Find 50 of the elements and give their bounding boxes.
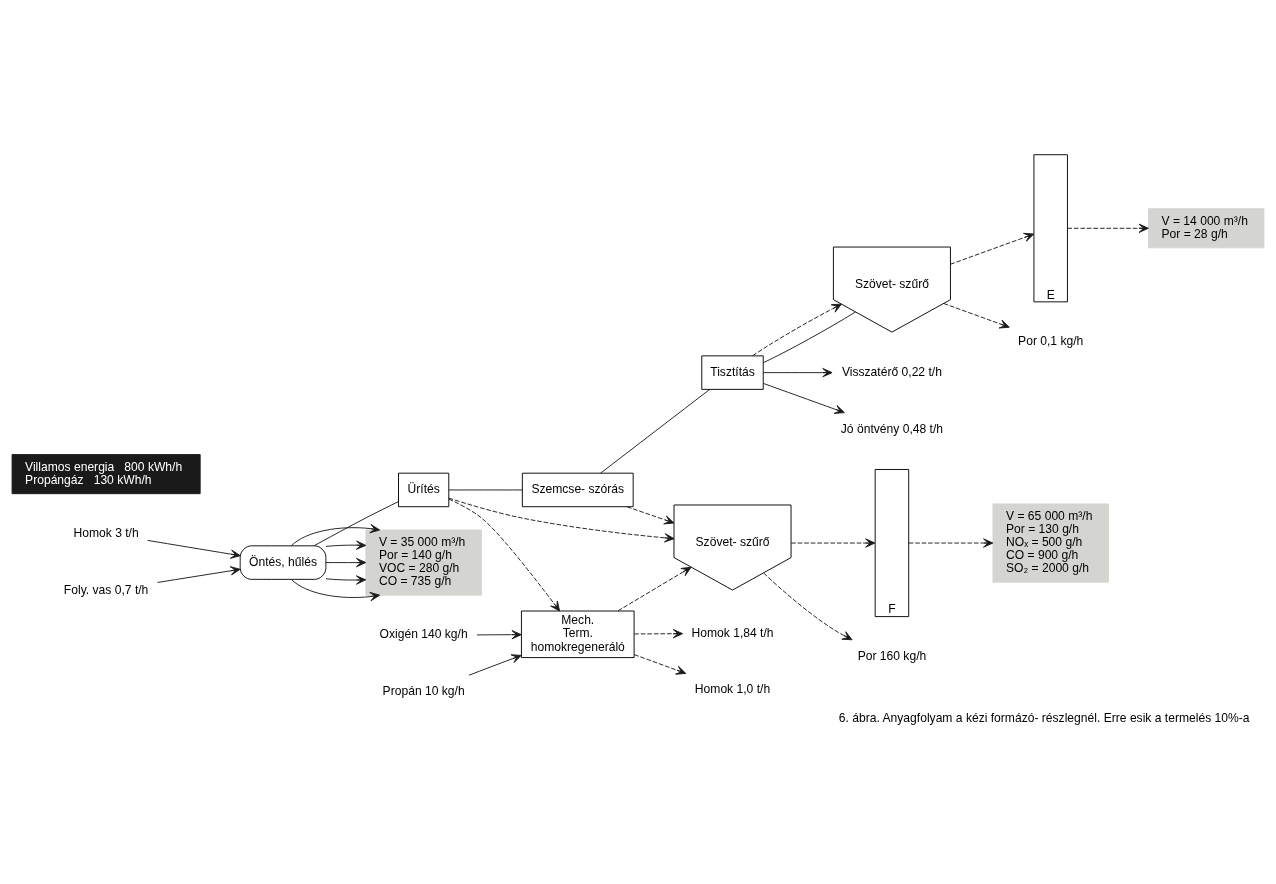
node-text: Foly. vas 0,7 t/h (63, 582, 149, 597)
arrow (633, 629, 684, 639)
node-text: Por 0,1 kg/h (1018, 334, 1084, 349)
arrow (949, 232, 1035, 265)
arrow (325, 557, 367, 568)
node-box: V = 65 000 m³/h Por = 130 g/h NOₓ = 500 g/h CO = 900 g/h SO₂ = 2000 g/h (992, 503, 1109, 583)
arrow (763, 383, 845, 414)
arrow (790, 538, 876, 548)
arrow (633, 654, 687, 675)
node-text: Homok 1,0 t/h (694, 682, 771, 697)
caption: 6. ábra. Anyagfolyam a kézi formázó- részlegnél. Erre esik a termelés 10%-a (838, 711, 1250, 726)
connector (313, 501, 399, 547)
arrow (908, 538, 994, 548)
arrow (476, 630, 522, 640)
arrow (448, 497, 675, 543)
arrow (147, 539, 241, 559)
arrow (943, 303, 1010, 329)
arrow (325, 540, 367, 550)
node-box: E (1033, 154, 1068, 303)
arrow (763, 572, 853, 641)
node-box: F (874, 469, 910, 618)
arrow (448, 498, 561, 612)
node-text: Homok 3 t/h (73, 525, 139, 540)
arrow (763, 367, 833, 378)
arrow (290, 579, 381, 602)
arrow (752, 303, 842, 357)
node-text: Homok 1,84 t/h (691, 625, 774, 640)
arrow (290, 524, 381, 547)
node-box: V = 14 000 m³/h Por = 28 g/h (1148, 208, 1265, 249)
node-text: Propán 10 kg/h (382, 684, 465, 699)
arrow (617, 566, 692, 612)
arrow (1067, 223, 1149, 233)
connector (448, 489, 523, 491)
node-box: Tisztítás (701, 355, 764, 390)
node-box: Villamos energia 800 kWh/h Propángáz 130 kWh/h (11, 454, 201, 495)
node-box: Öntés, hűlés (239, 545, 327, 580)
node-box: V = 35 000 m³/h Por = 140 g/h VOC = 280 g/h CO = 735 g/h (365, 529, 482, 596)
connector (763, 311, 856, 364)
node-box: Szemcse- szórás (521, 472, 634, 508)
node-box: Ürítés (398, 472, 450, 508)
arrow (156, 566, 241, 583)
node-text: Visszatérő 0,22 t/h (841, 364, 942, 379)
node-text: Oxigén 140 kg/h (379, 627, 468, 642)
arrow (626, 506, 675, 525)
arrow (325, 575, 367, 585)
node-box: Mech. Term. homokregeneráló (520, 610, 635, 659)
node-text: Por 160 kg/h (857, 648, 927, 663)
arrow (468, 654, 522, 676)
node-text: Jó öntvény 0,48 t/h (840, 421, 944, 436)
connector (600, 388, 711, 474)
